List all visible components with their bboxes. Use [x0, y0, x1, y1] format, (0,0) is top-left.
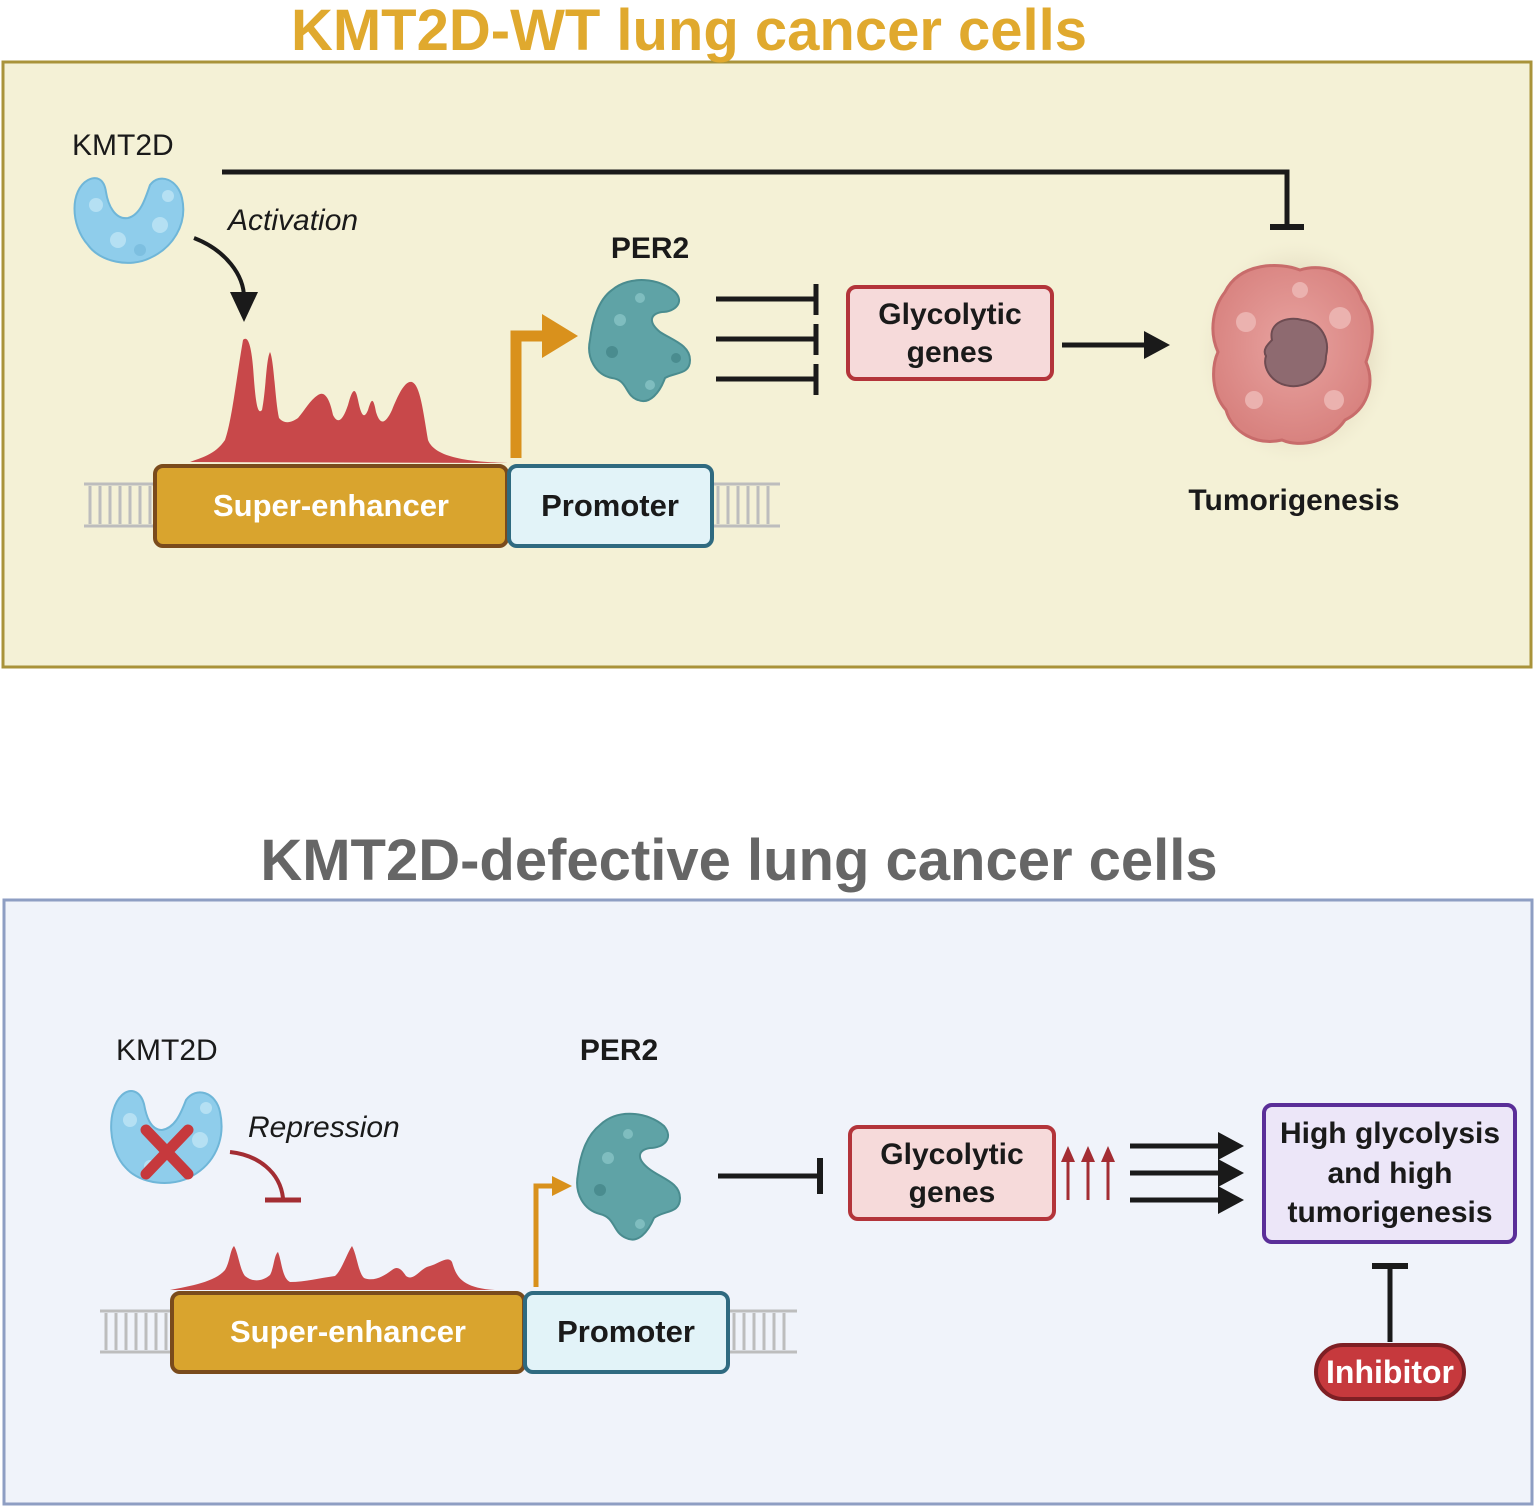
dna-ladder-icon-right-wt — [712, 482, 780, 528]
glycolytic-genes-label-line1-wt: Glycolytic — [878, 298, 1021, 331]
outcome-arrows — [1130, 1132, 1244, 1214]
kmt2d-tumor-inhibition-line — [222, 169, 1290, 225]
super-enhancer-label-wt: Super-enhancer — [213, 488, 449, 523]
outcome-label-line3: tumorigenesis — [1287, 1196, 1492, 1229]
transcription-arrowhead-defective — [552, 1176, 572, 1196]
per2-label-wt: PER2 — [611, 232, 689, 265]
dna-ladder-icon-left-wt — [84, 482, 155, 528]
upregulation-arrows — [1061, 1146, 1115, 1200]
per2-protein-icon-wt — [588, 279, 692, 403]
promoter-label-wt: Promoter — [541, 488, 679, 523]
activation-label: Activation — [226, 204, 358, 237]
super-enhancer-label-defective: Super-enhancer — [230, 1314, 466, 1349]
per2-inhibition-lines-wt — [716, 284, 819, 395]
activation-arrowhead — [230, 292, 258, 322]
glycolytic-genes-label-line2-wt: genes — [907, 336, 994, 369]
repression-label: Repression — [248, 1111, 400, 1144]
panel-defective: KMT2D-defective lung cancer cells KMT2D … — [2, 828, 1534, 1506]
dna-ladder-icon-left-defective — [100, 1309, 172, 1354]
tumorigenesis-label: Tumorigenesis — [1188, 484, 1399, 517]
glycolytic-to-tumor-arrowhead — [1144, 331, 1170, 359]
outcome-label-line1: High glycolysis — [1280, 1117, 1500, 1150]
transcription-arrow-wt — [510, 330, 548, 458]
outcome-box — [1262, 1103, 1517, 1244]
signal-peaks-defective — [170, 1246, 495, 1290]
kmt2d-label-defective: KMT2D — [116, 1034, 218, 1067]
cross-mark-icon — [140, 1124, 194, 1180]
glycolytic-genes-box-wt — [846, 285, 1054, 381]
glycolytic-genes-box-defective — [848, 1125, 1056, 1221]
inhibitor-label: Inhibitor — [1326, 1354, 1454, 1390]
panel-wt-title: KMT2D-WT lung cancer cells — [291, 0, 1087, 63]
tumor-cell-icon — [1198, 240, 1394, 464]
transcription-arrowhead-wt — [542, 314, 578, 358]
repression-curve — [229, 1150, 285, 1199]
transcription-arrow-defective — [533, 1183, 556, 1287]
glycolytic-genes-label-line1-defective: Glycolytic — [880, 1138, 1023, 1171]
per2-protein-icon-defective — [576, 1112, 682, 1241]
promoter-box-wt — [507, 464, 714, 548]
promoter-label-defective: Promoter — [557, 1314, 695, 1349]
dna-ladder-icon-right-defective — [728, 1309, 797, 1354]
glycolytic-genes-label-line2-defective: genes — [909, 1176, 996, 1209]
promoter-box-defective — [523, 1291, 730, 1374]
per2-label-defective: PER2 — [580, 1034, 658, 1067]
outcome-label-line2: and high — [1328, 1157, 1453, 1190]
signal-peaks-wt — [190, 338, 510, 463]
kmt2d-label: KMT2D — [72, 129, 174, 162]
kmt2d-protein-icon-defective — [110, 1090, 223, 1184]
kmt2d-protein-icon — [73, 177, 185, 264]
panel-wt: KMT2D-WT lung cancer cells KMT2D Activat… — [1, 0, 1533, 669]
inhibitor-pill — [1314, 1343, 1466, 1401]
panel-defective-title: KMT2D-defective lung cancer cells — [260, 828, 1217, 893]
